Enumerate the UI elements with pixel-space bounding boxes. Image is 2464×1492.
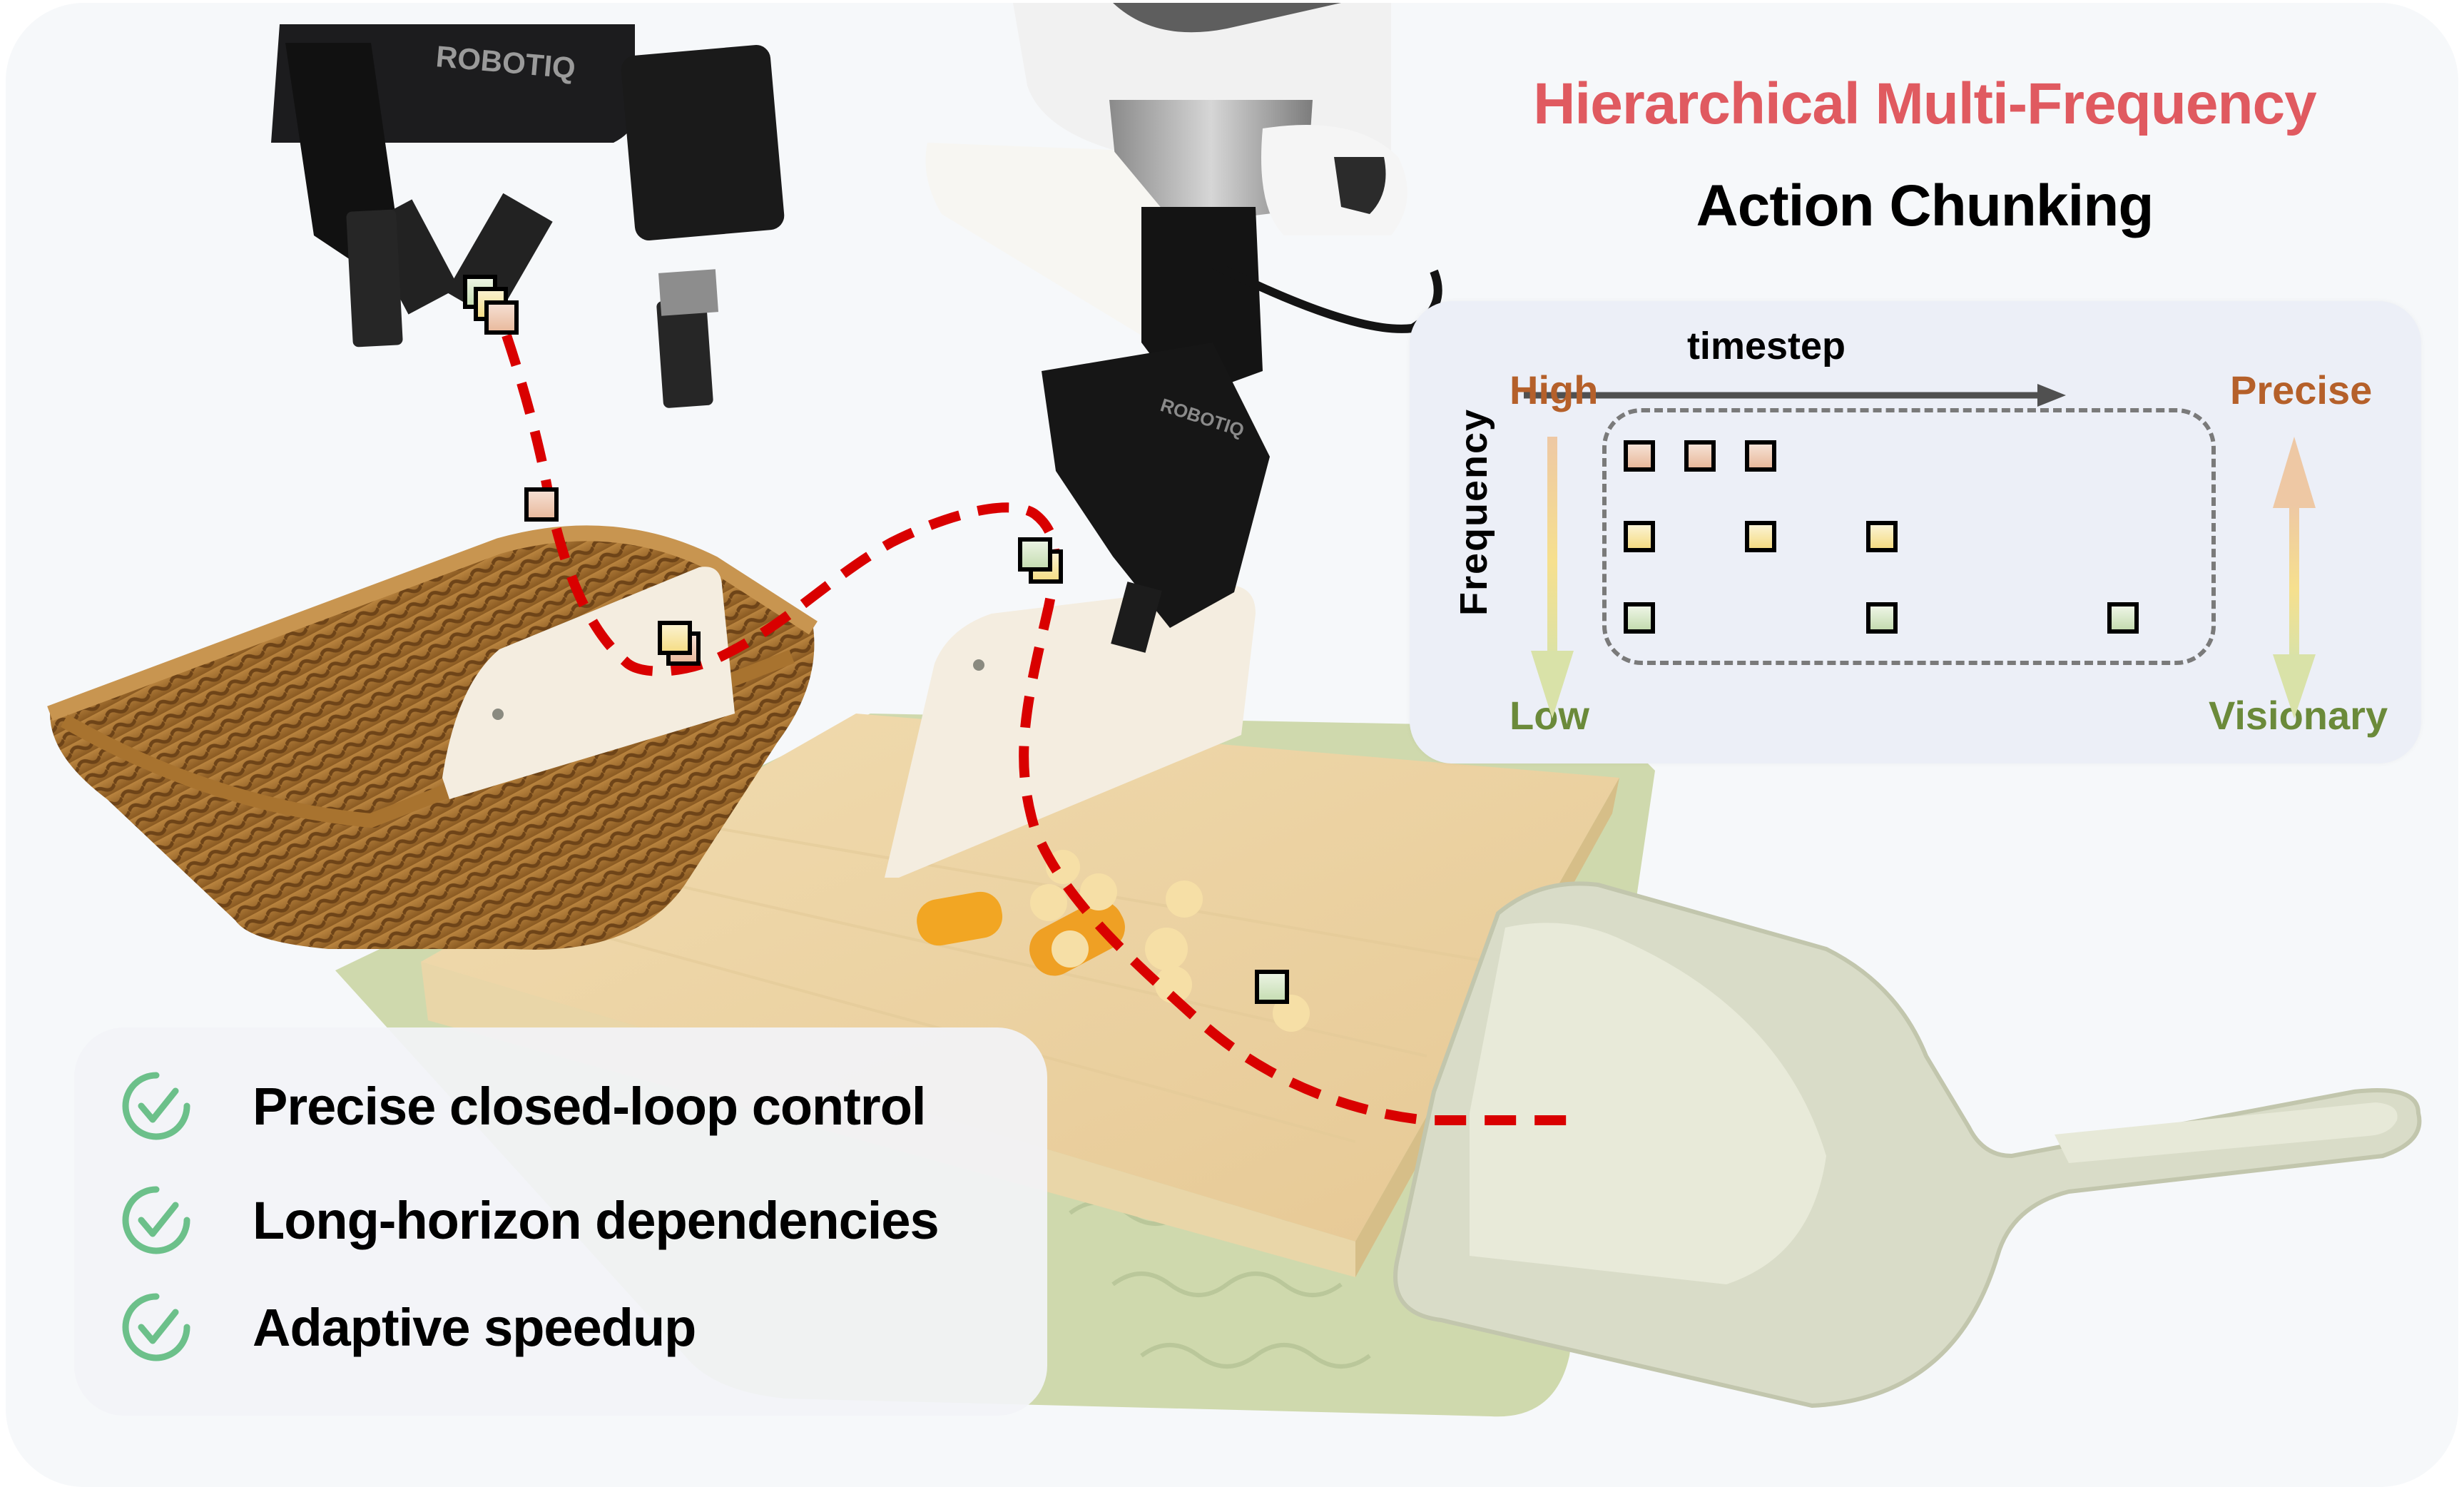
feature-item: Long-horizon dependencies: [117, 1177, 940, 1263]
snack-pieces: [917, 850, 1310, 1032]
precise-visionary-double-arrow-icon: [2273, 437, 2316, 719]
frequency-legend-panel: timestep High Precise Low Visionary Freq…: [1410, 301, 2421, 763]
action-chunk-group-box: [1602, 408, 2216, 665]
frequency-axis-label: Frequency: [1452, 407, 1495, 616]
chunk-low: [2107, 602, 2139, 634]
feature-item: Precise closed-loop control: [117, 1063, 926, 1149]
chunk-mid: [1866, 521, 1898, 552]
dustpan: [1393, 881, 2422, 1409]
check-circle-icon: [122, 1072, 190, 1140]
trajectory-chunk-markers: [463, 275, 1289, 1004]
chunk-low: [1624, 602, 1655, 634]
robot-arm: ROBOTIQ: [925, 3, 1442, 653]
chunk-low: [1866, 602, 1898, 634]
features-panel: Precise closed-loop control Long-horizon…: [74, 1027, 1047, 1416]
chunk-high: [1624, 440, 1655, 472]
left-robotiq-gripper: ROBOTIQ: [271, 24, 785, 408]
scraper-held: [885, 585, 1256, 878]
frequency-down-arrow-icon: [1531, 437, 1574, 719]
figure-title-line2: Action Chunking: [1696, 173, 2154, 238]
chunk-mid: [1624, 521, 1655, 552]
chunk-high: [1745, 440, 1776, 472]
feature-label: Adaptive speedup: [253, 1297, 696, 1357]
figure-title-line1: Hierarchical Multi-Frequency: [1533, 71, 2317, 136]
chunk-mid: [1745, 521, 1776, 552]
check-circle-icon: [122, 1186, 190, 1254]
chunk-high: [1684, 440, 1716, 472]
trajectory-path: [502, 333, 1569, 1125]
figure-card: ROBOTIQ ROBOTIQ: [6, 3, 2458, 1487]
feature-label: Long-horizon dependencies: [253, 1190, 940, 1250]
high-label: High: [1510, 367, 1599, 412]
feature-label: Precise closed-loop control: [253, 1076, 926, 1136]
precise-label: Precise: [2230, 367, 2373, 412]
check-circle-icon: [122, 1293, 190, 1361]
feature-item: Adaptive speedup: [117, 1284, 696, 1370]
timestep-arrow-icon: [1524, 384, 2066, 407]
timestep-label: timestep: [1686, 325, 1846, 367]
